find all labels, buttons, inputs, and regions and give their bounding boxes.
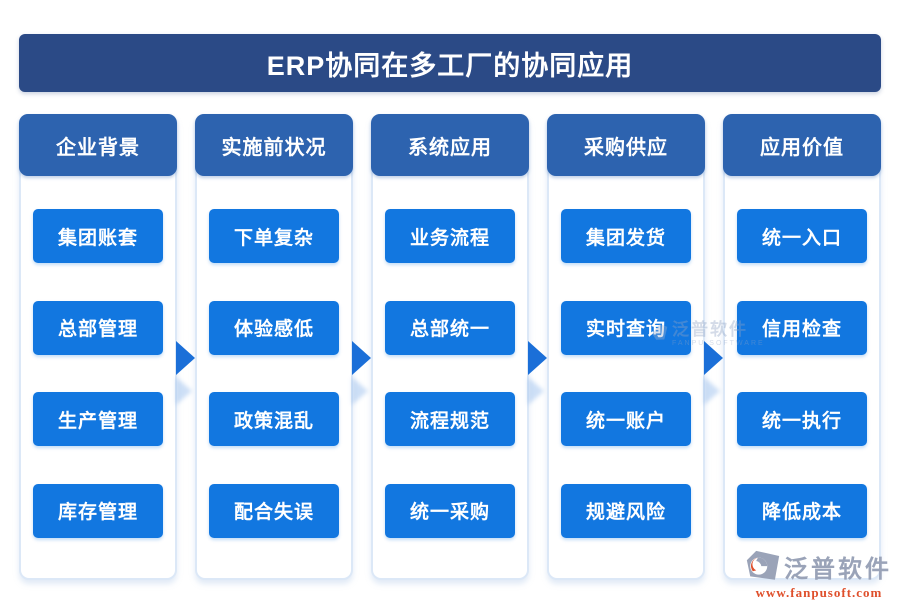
brand-row: 泛普软件 bbox=[746, 549, 892, 584]
item-box: 体验感低 bbox=[209, 300, 339, 355]
item-box: 规避风险 bbox=[561, 483, 691, 538]
column-system-application: 系统应用 业务流程 总部统一 流程规范 统一采购 bbox=[371, 114, 529, 580]
item-box: 配合失误 bbox=[209, 483, 339, 538]
flow-arrow-icon bbox=[528, 341, 547, 375]
column-enterprise-background: 企业背景 集团账套 总部管理 生产管理 库存管理 bbox=[19, 114, 177, 580]
item-box: 统一执行 bbox=[737, 392, 867, 447]
item-box: 统一入口 bbox=[737, 209, 867, 263]
column-pre-implementation: 实施前状况 下单复杂 体验感低 政策混乱 配合失误 bbox=[195, 114, 353, 580]
column-header: 采购供应 bbox=[547, 114, 705, 176]
column-procurement-supply: 采购供应 集团发货 实时查询 统一账户 规避风险 bbox=[547, 114, 705, 580]
column-application-value: 应用价值 统一入口 信用检查 统一执行 降低成本 bbox=[723, 114, 881, 580]
item-box: 信用检查 bbox=[737, 300, 867, 355]
item-box: 流程规范 bbox=[385, 392, 515, 447]
brand-logo: 泛普软件 www.fanpusoft.com bbox=[746, 549, 892, 601]
flow-arrow-icon bbox=[352, 341, 371, 375]
item-box: 库存管理 bbox=[33, 483, 163, 538]
item-box: 集团账套 bbox=[33, 209, 163, 263]
flow-arrow-icon bbox=[704, 341, 723, 375]
column-body: 集团发货 实时查询 统一账户 规避风险 bbox=[549, 176, 703, 578]
column-body: 下单复杂 体验感低 政策混乱 配合失误 bbox=[197, 176, 351, 578]
column-header: 应用价值 bbox=[723, 114, 881, 176]
item-box: 总部统一 bbox=[385, 300, 515, 355]
column-body: 业务流程 总部统一 流程规范 统一采购 bbox=[373, 176, 527, 578]
item-box: 统一账户 bbox=[561, 392, 691, 447]
column-body: 统一入口 信用检查 统一执行 降低成本 bbox=[725, 176, 879, 578]
item-box: 政策混乱 bbox=[209, 392, 339, 447]
item-box: 下单复杂 bbox=[209, 209, 339, 263]
item-box: 生产管理 bbox=[33, 392, 163, 447]
column-header: 系统应用 bbox=[371, 114, 529, 176]
item-box: 实时查询 bbox=[561, 300, 691, 355]
item-box: 降低成本 bbox=[737, 483, 867, 538]
column-header: 企业背景 bbox=[19, 114, 177, 176]
fanpu-logo-icon bbox=[746, 550, 780, 580]
item-box: 统一采购 bbox=[385, 483, 515, 538]
item-box: 总部管理 bbox=[33, 300, 163, 355]
item-box: 业务流程 bbox=[385, 209, 515, 263]
item-box: 集团发货 bbox=[561, 209, 691, 263]
column-header: 实施前状况 bbox=[195, 114, 353, 176]
flow-arrow-icon bbox=[176, 341, 195, 375]
column-body: 集团账套 总部管理 生产管理 库存管理 bbox=[21, 176, 175, 578]
brand-url: www.fanpusoft.com bbox=[755, 585, 883, 600]
diagram-title: ERP协同在多工厂的协同应用 bbox=[19, 34, 881, 92]
columns-row: 企业背景 集团账套 总部管理 生产管理 库存管理 实施前状况 下单复杂 体验感低… bbox=[19, 114, 881, 580]
brand-name: 泛普软件 bbox=[784, 556, 892, 583]
